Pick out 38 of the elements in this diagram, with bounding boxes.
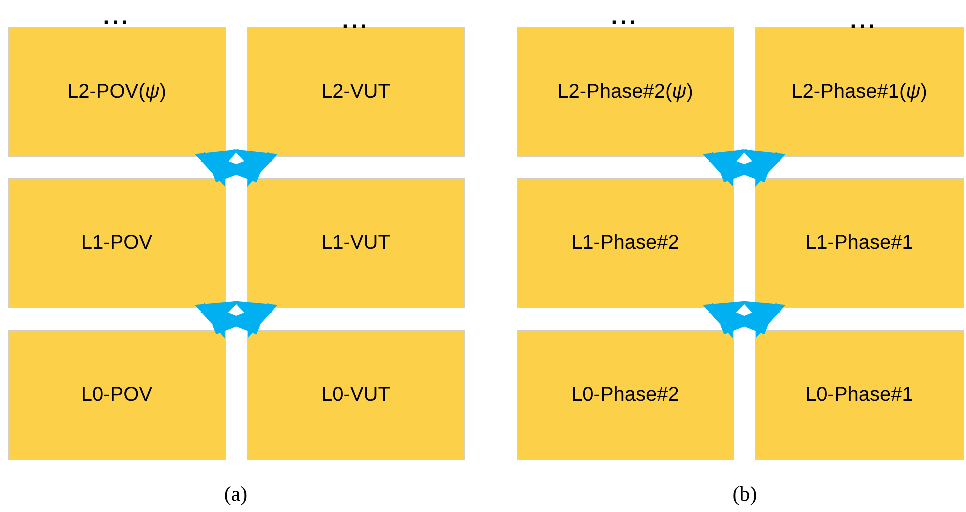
arrow (720, 150, 786, 187)
arrow (195, 301, 260, 338)
process-box (517, 27, 734, 157)
box-label: L0-POV (81, 384, 153, 406)
process-box (517, 178, 734, 308)
arrow (212, 150, 278, 187)
process-box (247, 178, 465, 308)
box-label: L0-Phase#1 (806, 384, 914, 406)
arrow (212, 301, 278, 338)
process-box (755, 178, 964, 308)
panel-caption: (b) (732, 482, 758, 507)
ellipsis: ... (611, 6, 639, 28)
panel-caption: (a) (224, 482, 248, 507)
process-box (8, 27, 226, 157)
process-box (247, 330, 465, 460)
box-label: L0-Phase#2 (572, 384, 680, 406)
box-label: L2-Phase#2(ψ) (558, 80, 694, 104)
box-label: L1-Phase#1 (806, 232, 914, 254)
ellipsis: ... (103, 6, 131, 28)
process-box (517, 330, 734, 460)
arrow (703, 150, 768, 187)
process-box (755, 27, 964, 157)
arrow (720, 301, 786, 338)
ellipsis: ... (342, 10, 370, 32)
process-box (247, 27, 465, 157)
arrow (703, 301, 768, 338)
box-label: L2-Phase#1(ψ) (792, 80, 928, 104)
box-label: L0-VUT (322, 384, 390, 406)
ellipsis: ... (850, 10, 878, 32)
process-box (8, 178, 226, 308)
box-label: L1-Phase#2 (572, 232, 680, 254)
process-box (8, 330, 226, 460)
box-label: L2-VUT (322, 80, 390, 104)
box-label: L1-POV (81, 232, 153, 254)
process-box (755, 330, 964, 460)
box-label: L2-POV(ψ) (67, 80, 167, 104)
box-label: L1-VUT (322, 232, 390, 254)
arrow (195, 150, 260, 187)
